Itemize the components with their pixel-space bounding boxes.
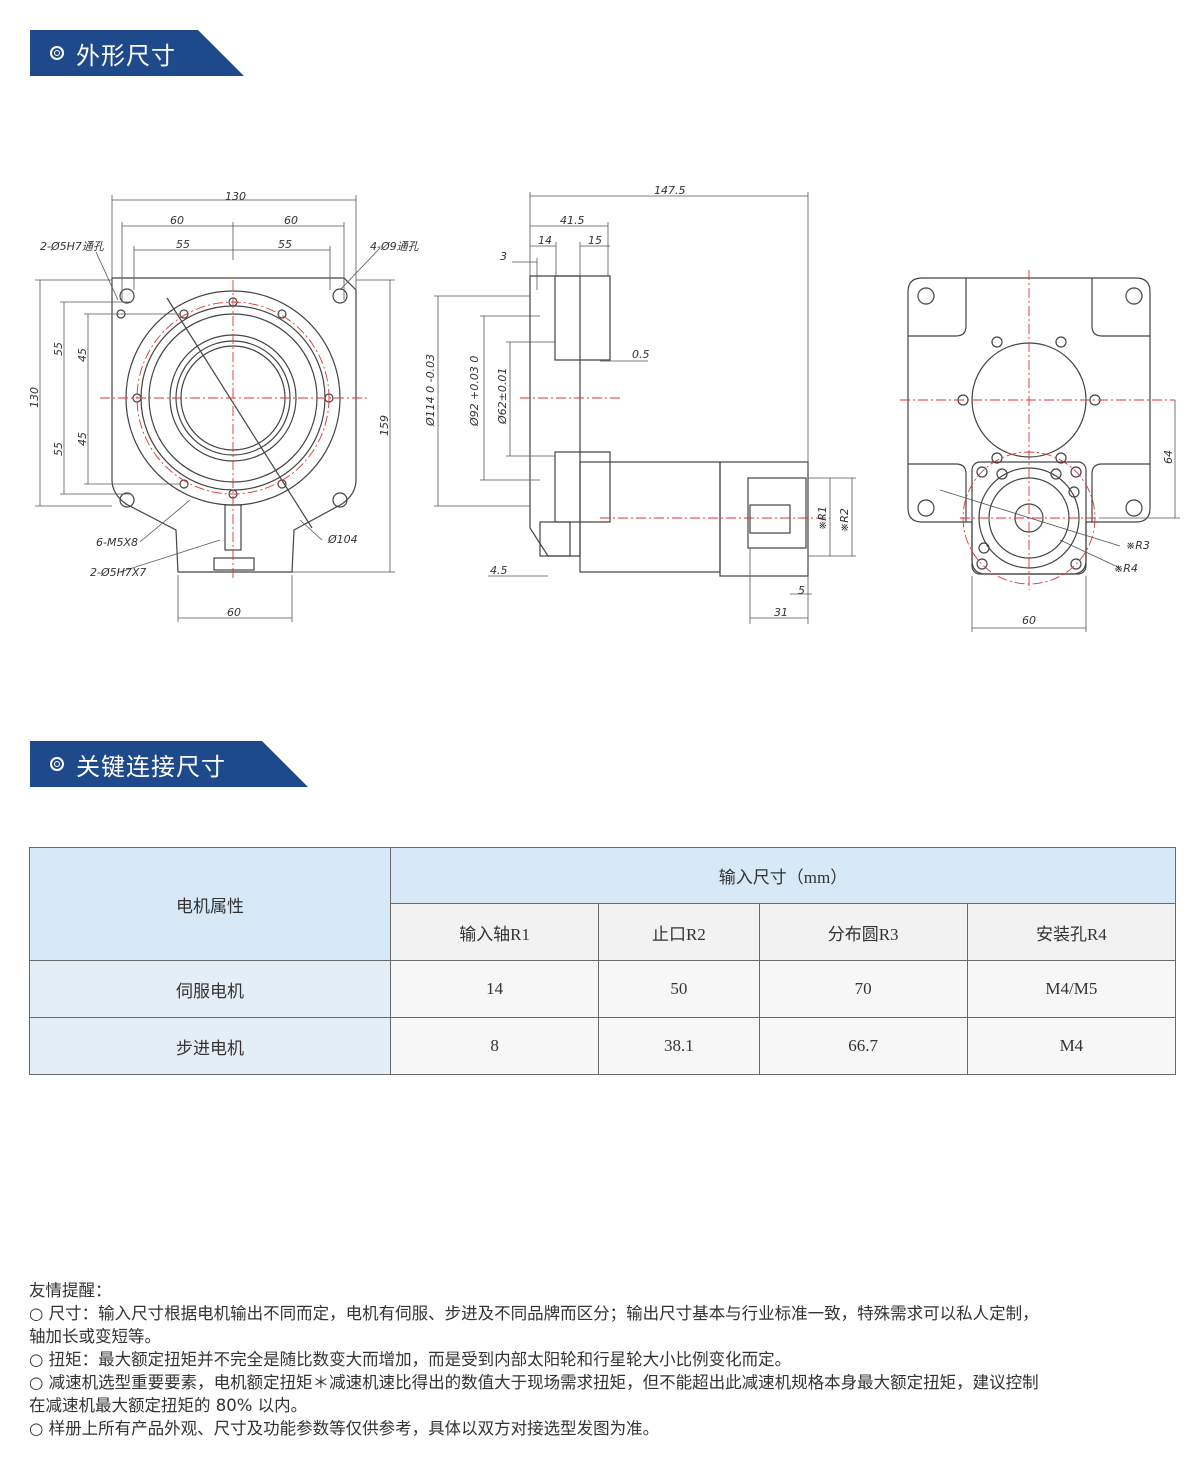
ring-icon bbox=[50, 46, 64, 60]
dim-text: 45 bbox=[76, 348, 89, 362]
dimension-drawing: 130 60 60 55 55 2-Ø5H7通孔 4-Ø9通孔 6-M5X8 2… bbox=[28, 184, 1180, 632]
section-tab-outline: 外形尺寸 bbox=[30, 30, 244, 76]
note-line: 轴加长或变短等。 bbox=[29, 1327, 161, 1346]
dim-text: 60 bbox=[170, 214, 184, 227]
dim-text: ※R2 bbox=[838, 508, 851, 532]
connection-size-table: 电机属性 输入尺寸（mm） 输入轴R1 止口R2 分布圆R3 安装孔R4 伺服电… bbox=[29, 847, 1177, 1075]
section-title-outline: 外形尺寸 bbox=[76, 41, 176, 70]
dim-text: 147.5 bbox=[654, 184, 686, 197]
dim-text: 4-Ø9通孔 bbox=[370, 240, 420, 253]
dim-text: Ø104 bbox=[327, 533, 358, 546]
table-cell: M4/M5 bbox=[966, 960, 1177, 1018]
dim-text: 55 bbox=[278, 238, 292, 251]
dim-text: Ø92 +0.03 0 bbox=[468, 356, 481, 427]
front-view bbox=[111, 277, 357, 573]
dim-text: 60 bbox=[1022, 614, 1036, 627]
column-header: 止口R2 bbox=[598, 903, 760, 961]
table-cell: M4 bbox=[966, 1017, 1177, 1075]
dim-text: 45 bbox=[76, 432, 89, 446]
dim-text: 159 bbox=[378, 415, 391, 436]
dim-text: 60 bbox=[227, 606, 241, 619]
row-label: 步进电机 bbox=[29, 1017, 391, 1075]
dim-text: ※R3 bbox=[1126, 539, 1150, 552]
dim-text: 0.5 bbox=[632, 348, 650, 361]
dim-text: 60 bbox=[284, 214, 298, 227]
dim-text: 64 bbox=[1162, 450, 1175, 464]
column-header: 输入轴R1 bbox=[389, 903, 600, 961]
dim-text: 130 bbox=[28, 387, 41, 408]
dim-text: 3 bbox=[500, 250, 507, 263]
dim-text: Ø114 0 -0.03 bbox=[424, 354, 437, 427]
note-line: ○ 尺寸：输入尺寸根据电机输出不同而定，电机有伺服、步进及不同品牌而区分；输出尺… bbox=[29, 1304, 1039, 1323]
notes-block: 友情提醒： ○ 尺寸：输入尺寸根据电机输出不同而定，电机有伺服、步进及不同品牌而… bbox=[29, 1279, 1189, 1440]
table-cell: 8 bbox=[389, 1017, 600, 1075]
row-label: 伺服电机 bbox=[29, 960, 391, 1018]
section-tab-connection: 关键连接尺寸 bbox=[30, 741, 308, 787]
column-header: 分布圆R3 bbox=[758, 903, 968, 961]
note-line: ○ 扭矩：最大额定扭矩并不完全是随比数变大而增加，而是受到内部太阳轮和行星轮大小… bbox=[29, 1350, 792, 1369]
dim-text: 31 bbox=[774, 606, 788, 619]
dim-text: Ø62±0.01 bbox=[496, 368, 509, 425]
table-row: 步进电机 8 38.1 66.7 M4 bbox=[29, 1017, 1177, 1075]
dim-text: ※R4 bbox=[1114, 562, 1138, 575]
table-cell: 50 bbox=[598, 960, 760, 1018]
dim-text: 55 bbox=[176, 238, 190, 251]
dim-text: 5 bbox=[798, 584, 805, 597]
side-view bbox=[529, 275, 809, 577]
ring-icon bbox=[50, 757, 64, 771]
note-line: ○ 减速机选型重要要素，电机额定扭矩＊减速机速比得出的数值大于现场需求扭矩，但不… bbox=[29, 1373, 1039, 1392]
dim-text: 15 bbox=[588, 234, 602, 247]
header-motor-attr: 电机属性 bbox=[29, 847, 391, 961]
dim-text: ※R1 bbox=[816, 506, 829, 530]
table-cell: 70 bbox=[758, 960, 968, 1018]
column-header: 安装孔R4 bbox=[966, 903, 1177, 961]
dim-text: 2-Ø5H7通孔 bbox=[40, 240, 105, 253]
dim-text: 6-M5X8 bbox=[96, 536, 138, 549]
notes-heading: 友情提醒： bbox=[29, 1281, 112, 1300]
header-input-size: 输入尺寸（mm） bbox=[390, 847, 1176, 904]
table-cell: 66.7 bbox=[758, 1017, 968, 1075]
dim-text: 41.5 bbox=[560, 214, 585, 227]
note-line: 在减速机最大额定扭矩的 80% 以内。 bbox=[29, 1396, 308, 1415]
note-line: ○ 样册上所有产品外观、尺寸及功能参数等仅供参考，具体以双方对接选型发图为准。 bbox=[29, 1419, 660, 1438]
dim-text: 55 bbox=[52, 342, 65, 356]
dim-text: 14 bbox=[538, 234, 552, 247]
table-row: 伺服电机 14 50 70 M4/M5 bbox=[29, 960, 1177, 1018]
dim-text: 55 bbox=[52, 442, 65, 456]
table-cell: 38.1 bbox=[598, 1017, 760, 1075]
section-title-connection: 关键连接尺寸 bbox=[76, 752, 226, 781]
table-cell: 14 bbox=[389, 960, 600, 1018]
dim-text: 4.5 bbox=[490, 564, 508, 577]
dim-text: 2-Ø5H7X7 bbox=[90, 566, 146, 579]
dim-text: 130 bbox=[225, 190, 246, 203]
